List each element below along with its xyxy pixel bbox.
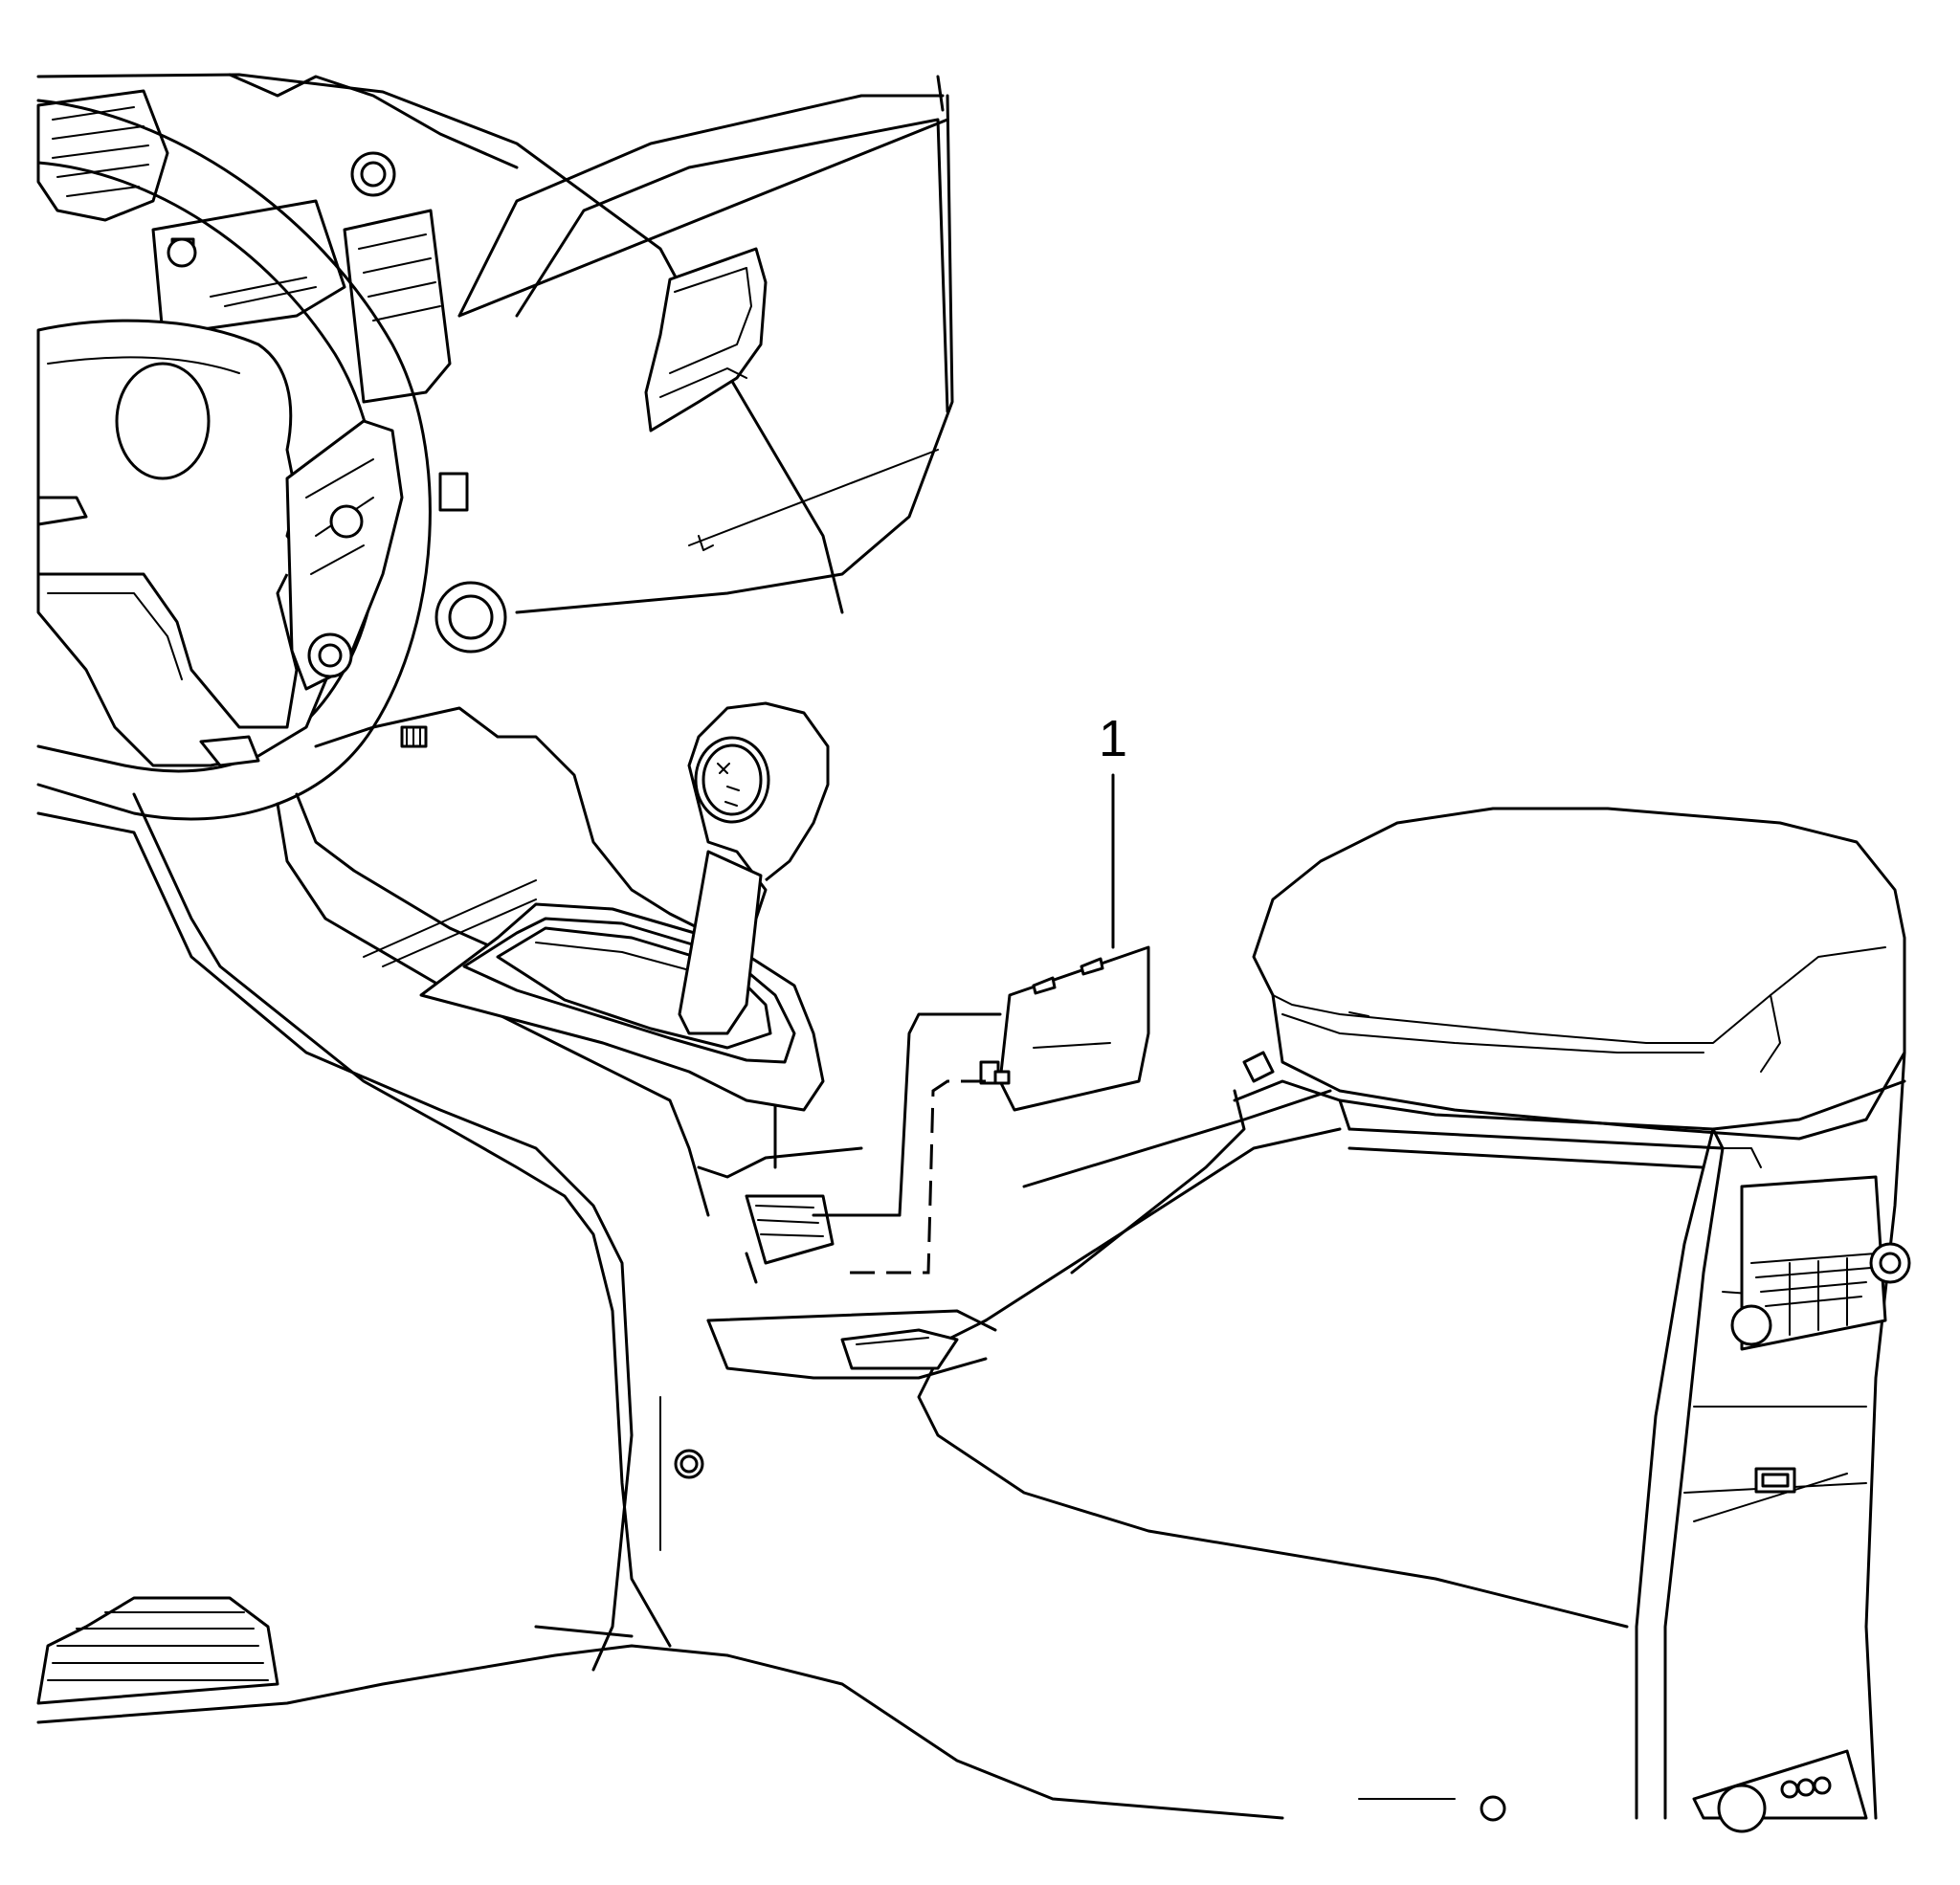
- center-stack: [151, 151, 507, 654]
- alignment-lines: [812, 773, 1115, 1275]
- callout-label-1: 1: [1099, 710, 1127, 767]
- callout-part-1: [979, 945, 1150, 1112]
- steering-column-controls: [285, 419, 404, 691]
- rear-outlets: [1692, 1749, 1868, 1833]
- cup-holder-area: [706, 1089, 1246, 1380]
- misc-details: [1242, 1051, 1506, 1822]
- console-lower-left: [36, 811, 1284, 1820]
- instrument-panel: [36, 73, 954, 614]
- glovebox-handle: [644, 247, 768, 432]
- left-air-vent: [36, 89, 169, 222]
- steering-wheel: [36, 99, 432, 821]
- console-rear-body: [917, 1051, 1906, 1820]
- shift-lever: [678, 701, 830, 1035]
- console-armrest: [1252, 807, 1906, 1141]
- floor-vent: [36, 1596, 279, 1705]
- rear-vent-controls: [1730, 1175, 1911, 1494]
